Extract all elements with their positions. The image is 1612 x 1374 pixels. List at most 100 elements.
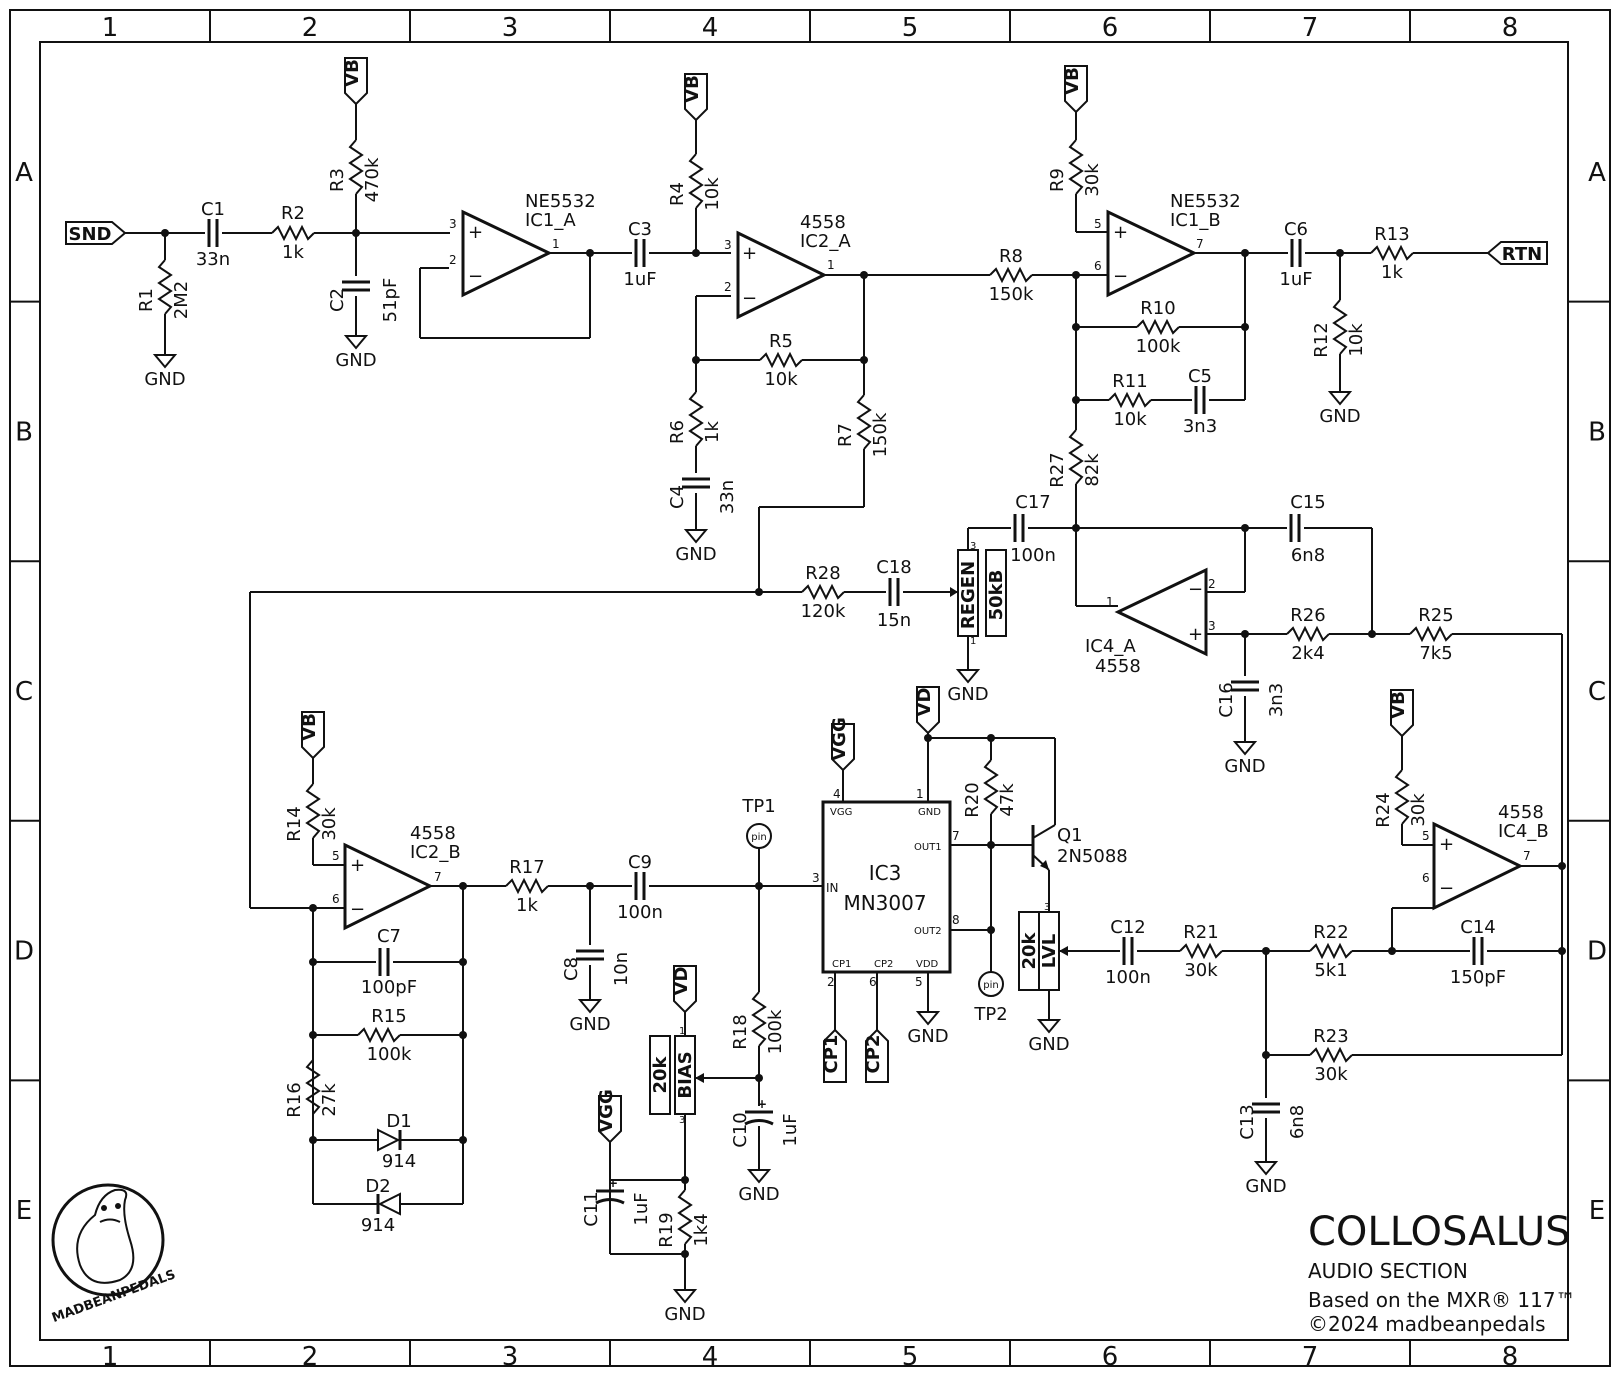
r19-ref: R19	[656, 1212, 677, 1247]
pin-minus: −	[468, 266, 483, 287]
grid-row-left: A	[15, 158, 33, 188]
r6-ref: R6	[667, 420, 688, 444]
gnd-c4-label: GND	[675, 544, 716, 565]
grid-row-right: B	[1588, 417, 1606, 447]
grid-col-bottom: 7	[1302, 1342, 1319, 1369]
junction-dots	[161, 229, 1566, 1258]
pin-num: 3	[449, 217, 457, 231]
tp2-label: TP2	[973, 1004, 1007, 1025]
ic2b-part: 4558	[410, 823, 456, 844]
d2-value: 914	[361, 1215, 395, 1236]
r12-ref: R12	[1311, 322, 1332, 357]
ic4a-part: 4558	[1095, 656, 1141, 677]
junction-dot	[309, 904, 317, 912]
pin-plus: +	[468, 222, 483, 243]
pin-num: 2	[724, 280, 732, 294]
resistor-r8	[989, 266, 1033, 284]
resistor-r4	[688, 153, 704, 209]
gnd-c8-label: GND	[569, 1014, 610, 1035]
resistor-r17	[505, 877, 549, 895]
r15-value: 100k	[367, 1044, 412, 1065]
title: COLLOSALUS	[1308, 1209, 1571, 1255]
gnd-ic3-label: GND	[907, 1026, 948, 1047]
gnd-r19: GND	[664, 1289, 706, 1325]
c12-value: 100n	[1105, 967, 1151, 988]
ic1b-part: NE5532	[1170, 191, 1241, 212]
grid-row-left: B	[15, 417, 33, 447]
r7-value: 150k	[870, 412, 891, 457]
resistor-r6	[688, 391, 704, 447]
resistor-r24	[1394, 769, 1410, 825]
junction-dot	[681, 1250, 689, 1258]
capacitor-c3	[634, 239, 646, 267]
junction-dot	[161, 229, 169, 237]
flag-vd-ic3: VD	[914, 686, 940, 735]
pin-num: 1	[827, 258, 835, 272]
r25-ref: R25	[1418, 605, 1453, 626]
q1-part: 2N5088	[1057, 846, 1128, 867]
junction-dot	[924, 734, 932, 742]
c14-ref: C14	[1460, 917, 1495, 938]
pin-num: 6	[332, 892, 340, 906]
ic3-pin-out2: OUT2	[914, 926, 942, 937]
c5-ref: C5	[1188, 366, 1212, 387]
resistor-r14	[305, 783, 321, 839]
flag-vd-bias: VD	[671, 965, 697, 1014]
gnd-regen-label: GND	[947, 684, 988, 705]
pin-num: 3	[812, 871, 820, 885]
opamp-ic2a: + − 3 2 1 4558 IC2_A	[724, 212, 851, 320]
pin-plus: +	[1188, 624, 1203, 645]
gnd-c10-label: GND	[738, 1184, 779, 1205]
junction-dot	[1262, 1051, 1270, 1059]
r13-value: 1k	[1381, 262, 1403, 283]
resistor-r7	[856, 394, 872, 450]
ic4b-ref: IC4_B	[1498, 821, 1549, 842]
r1-ref: R1	[136, 288, 157, 312]
pin-num: 3	[970, 541, 976, 552]
r11-ref: R11	[1112, 371, 1147, 392]
junction-dot	[987, 734, 995, 742]
r18-ref: R18	[730, 1014, 751, 1049]
junction-dot	[681, 1176, 689, 1184]
resistor-r22	[1309, 942, 1353, 960]
pin-num: 1	[679, 1026, 685, 1037]
ic4a-ref: IC4_A	[1085, 636, 1136, 657]
junction-dot	[1072, 323, 1080, 331]
junction-dot	[1072, 271, 1080, 279]
r20-value: 47k	[997, 783, 1018, 817]
gnd-c8: GND	[569, 999, 611, 1035]
tp1: pin TP1	[741, 796, 776, 849]
capacitor-c5	[1194, 386, 1206, 414]
pot-lvl: LVL 20k 3	[1018, 902, 1070, 991]
madbean-logo: MADBEANPEDALS	[50, 1183, 178, 1326]
r19-value: 1k4	[691, 1213, 712, 1246]
opamp-ic2b: + − 5 6 7 4558 IC2_B	[332, 823, 461, 931]
tp2-pin: pin	[983, 980, 998, 991]
tp1-label: TP1	[741, 796, 775, 817]
c17-value: 100n	[1010, 545, 1056, 566]
r24-value: 30k	[1408, 793, 1429, 827]
grid-col-top: 7	[1302, 13, 1319, 43]
grid-row-left: D	[14, 937, 34, 967]
resistor-r27	[1068, 429, 1084, 485]
grid-col-top: 4	[702, 13, 719, 43]
resistor-r20	[983, 759, 999, 815]
pin-num: 3	[1208, 619, 1216, 633]
capacitor-c8	[576, 949, 604, 961]
c11-ref: C11	[581, 1191, 602, 1226]
c1-value: 33n	[196, 249, 230, 270]
junction-dot	[459, 1031, 467, 1039]
based-on: Based on the MXR® 117™	[1308, 1288, 1576, 1312]
flag-vb-r9-label: VB	[1062, 67, 1083, 95]
ic3-part: MN3007	[843, 891, 926, 915]
flag-vb-r24: VB	[1388, 689, 1414, 738]
gnd-regen: GND	[947, 669, 989, 705]
c4-value: 33n	[717, 480, 738, 514]
gnd-c13: GND	[1245, 1161, 1287, 1197]
polarity-plus: +	[608, 1176, 618, 1190]
grid-col-bottom: 5	[902, 1342, 919, 1369]
ic1a-ref: IC1_A	[525, 210, 576, 231]
grid-col-top: 8	[1502, 13, 1519, 43]
c4-ref: C4	[667, 485, 688, 509]
